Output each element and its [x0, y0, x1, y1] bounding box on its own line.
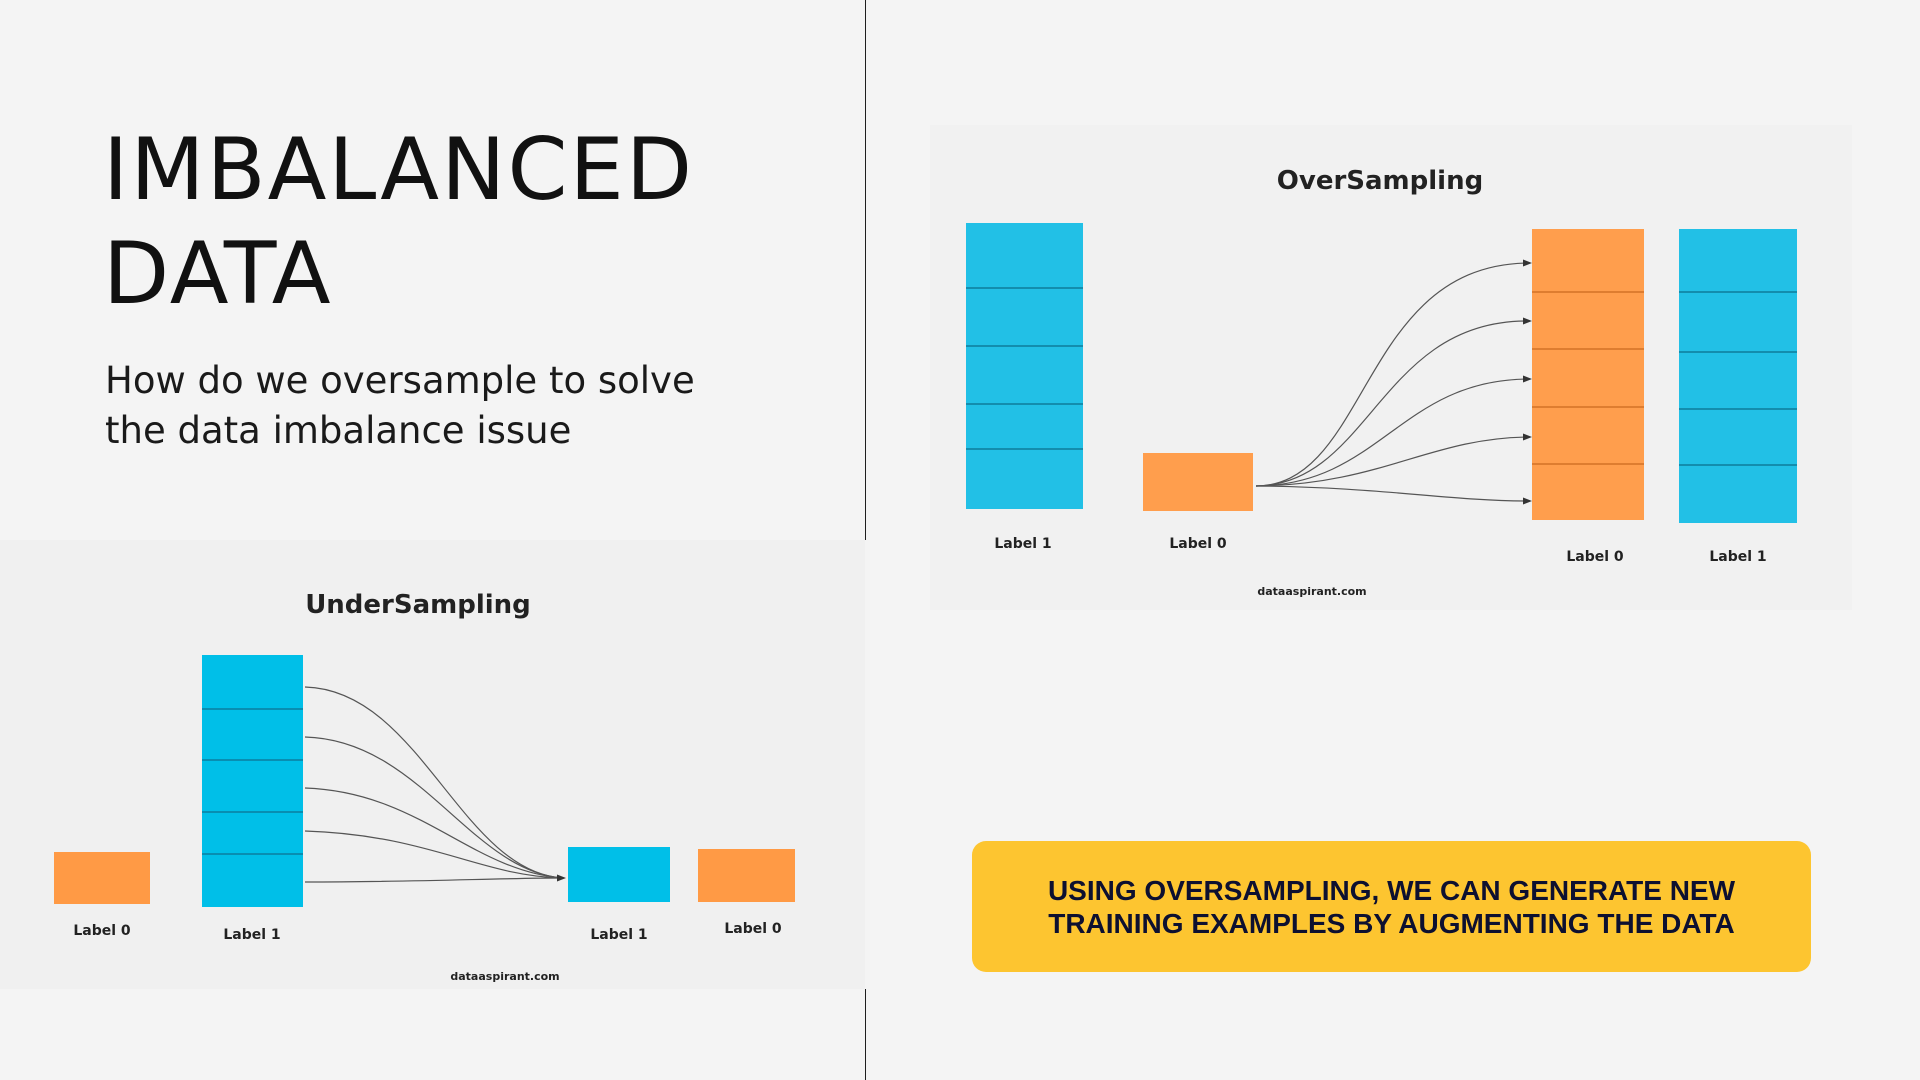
undersampling-title: UnderSampling [305, 590, 531, 620]
undersampling-stack-block [202, 760, 303, 812]
oversampling-generated-label0-stack [1532, 229, 1644, 520]
undersampling-stack-block [202, 854, 303, 907]
page-title: IMBALANCED DATA [103, 118, 694, 326]
undersampling-result-label1-note [568, 847, 670, 902]
undersampling-label-0: Label 0 [73, 923, 131, 939]
oversampling-stack-block [966, 346, 1083, 404]
callout-box: Using oversampling, we can generate new … [972, 841, 1811, 972]
oversampling-diagram: OverSampling [930, 125, 1852, 610]
oversampling-generated-block [1532, 292, 1644, 349]
oversampling-generated-block [1532, 407, 1644, 464]
oversampling-result-block [1679, 352, 1797, 409]
oversampling-generated-block [1532, 229, 1644, 292]
oversampling-stack-block [966, 449, 1083, 509]
oversampling-connectors [1255, 259, 1532, 505]
oversampling-generated-block [1532, 464, 1644, 520]
page-subtitle: How do we oversample to solve the data i… [105, 359, 695, 452]
undersampling-label1-stack [202, 655, 303, 907]
vertical-divider-top [865, 0, 866, 540]
undersampling-footer: dataaspirant.com [450, 970, 559, 983]
undersampling-stack-block [202, 709, 303, 760]
undersampling-label0-note [54, 852, 150, 904]
undersampling-result-label-1: Label 1 [590, 927, 647, 943]
oversampling-stack-block [966, 404, 1083, 449]
oversampling-result-block [1679, 465, 1797, 523]
oversampling-label-1: Label 1 [994, 536, 1051, 552]
title-line-2: DATA [103, 224, 333, 324]
undersampling-stack-block [202, 812, 303, 854]
title-line-1: IMBALANCED [103, 120, 695, 220]
oversampling-stack-block [966, 223, 1083, 288]
undersampling-diagram: UnderSampling Label 0 Label 1 Label 1 La [0, 540, 865, 989]
oversampling-label0-note [1143, 453, 1253, 511]
undersampling-stack-block [202, 655, 303, 709]
oversampling-result-block [1679, 409, 1797, 465]
oversampling-generated-block [1532, 349, 1644, 407]
undersampling-connectors [304, 686, 566, 883]
oversampling-stack-block [966, 288, 1083, 346]
undersampling-label-1: Label 1 [223, 927, 280, 943]
vertical-divider-bottom [865, 989, 866, 1080]
oversampling-result-block [1679, 229, 1797, 292]
undersampling-result-label-0: Label 0 [724, 921, 782, 937]
oversampling-title: OverSampling [1277, 166, 1483, 196]
oversampling-result-label1-stack [1679, 229, 1797, 523]
undersampling-result-label0-note [698, 849, 795, 902]
oversampling-label-0: Label 0 [1169, 536, 1227, 552]
callout-text: Using oversampling, we can generate new … [1047, 874, 1736, 939]
oversampling-result-block [1679, 292, 1797, 352]
oversampling-result-label-1: Label 1 [1709, 549, 1766, 565]
oversampling-footer: dataaspirant.com [1257, 585, 1366, 598]
oversampling-generated-label-0: Label 0 [1566, 549, 1624, 565]
oversampling-label1-stack [966, 223, 1083, 509]
